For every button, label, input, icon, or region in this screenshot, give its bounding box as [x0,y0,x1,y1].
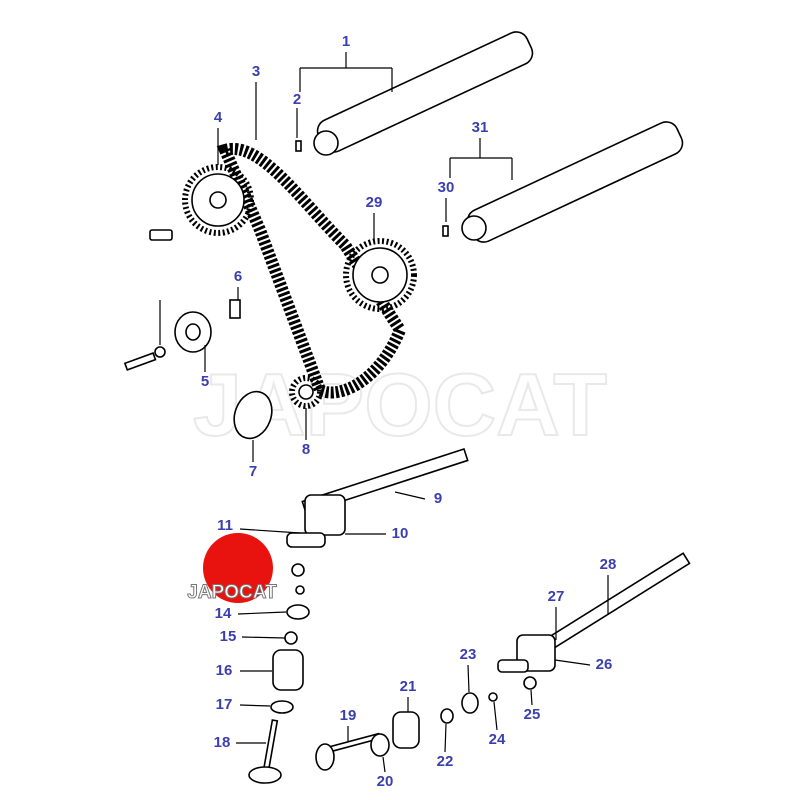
camshaft-lower [461,121,684,243]
timing-belt [216,142,407,399]
tensioner-bolt [123,352,157,371]
washer-7 [233,390,273,440]
callout-5: 5 [201,373,209,390]
callout-2: 2 [293,91,301,108]
tensioner-5 [174,311,212,353]
callout-3: 3 [252,63,260,80]
bolt [149,229,173,241]
callout-24: 24 [489,731,506,748]
seal-15 [284,631,298,645]
callout-9: 9 [434,490,442,507]
callout-16: 16 [216,662,233,679]
callout-30: 30 [438,179,455,196]
callout-25: 25 [524,706,541,723]
callout-7: 7 [249,463,257,480]
camshaft-upper [313,31,534,156]
callout-4: 4 [214,109,223,126]
adjuster-nut [295,585,305,595]
pin-2 [295,140,302,152]
callout-23: 23 [460,646,477,663]
callout-14: 14 [215,605,232,622]
callout-22: 22 [437,753,454,770]
callout-1: 1 [342,33,350,50]
leader-lines [159,52,609,773]
seat-20 [370,733,390,757]
callout-18: 18 [214,734,231,751]
seat-17 [270,700,294,714]
callout-10: 10 [392,525,409,542]
callout-29: 29 [366,194,383,211]
adjuster [291,563,305,577]
callout-6: 6 [234,268,242,285]
pin-30 [442,225,449,237]
callout-31: 31 [472,119,489,136]
callout-15: 15 [220,628,237,645]
callout-labels: 1 2 3 4 5 6 7 8 9 10 11 14 15 16 17 18 1… [201,33,617,790]
valve-18 [248,719,282,784]
camshaft-pulley-4 [182,164,254,236]
logo-circle [203,533,273,603]
callout-26: 26 [596,656,613,673]
retainer-14 [286,604,310,620]
rocker-shaft-9 [286,448,469,548]
rocker-shaft-28 [497,552,691,673]
callout-20: 20 [377,773,394,790]
callout-19: 19 [340,707,357,724]
retainer-23 [461,692,479,714]
callout-8: 8 [302,441,310,458]
spring-21 [392,711,420,749]
spring-16 [272,649,304,691]
logo-text: JAPOCAT [187,582,277,603]
japocat-logo: JAPOCAT [187,533,278,604]
callout-21: 21 [400,678,417,695]
callout-28: 28 [600,556,617,573]
callout-27: 27 [548,588,565,605]
callout-11: 11 [217,517,233,534]
camshaft-pulley-29 [343,238,417,312]
crank-sprocket-8 [289,375,323,409]
callout-17: 17 [216,696,233,713]
tensioner-washer [154,346,166,358]
adjuster-25 [523,676,537,690]
spring-6 [229,299,241,319]
seal-22 [440,708,454,724]
cotter-24 [488,692,498,702]
